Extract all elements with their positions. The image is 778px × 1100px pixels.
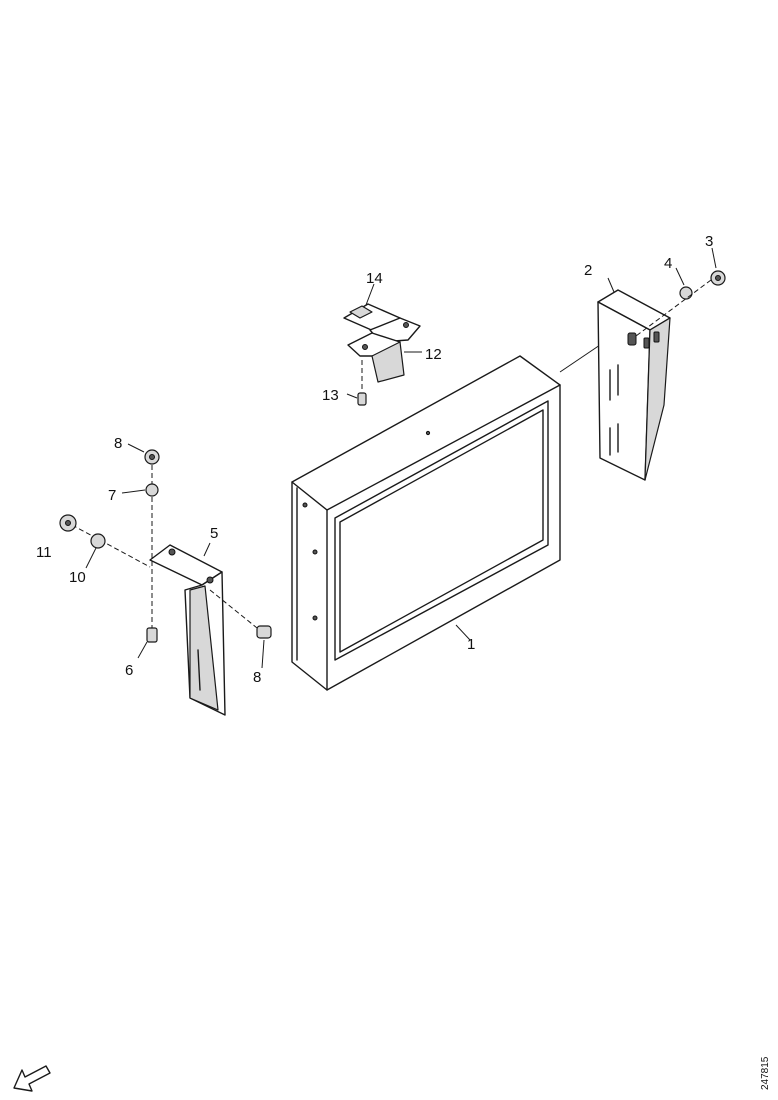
callout-8-side: 8	[253, 669, 261, 686]
callout-10: 10	[69, 569, 86, 586]
part-8-nut-top	[127, 443, 160, 465]
part-1-display-frame	[291, 344, 601, 691]
callout-13: 13	[322, 387, 339, 404]
callout-6: 6	[125, 662, 133, 679]
callout-4: 4	[664, 255, 672, 272]
part-12-top-bracket	[343, 303, 422, 383]
callout-3: 3	[705, 233, 713, 250]
callout-12: 12	[425, 346, 442, 363]
document-id: 247815	[760, 1056, 771, 1090]
callout-2: 2	[584, 262, 592, 279]
part-2-right-bracket	[597, 277, 671, 481]
callout-5: 5	[210, 525, 218, 542]
callout-labels: 1 2 3 4 5 6 7 8 8 10 11 12 13 14	[36, 233, 713, 686]
part-3-nut	[710, 247, 726, 286]
part-10-washer	[85, 533, 106, 569]
part-6-screw	[137, 627, 158, 659]
part-4-washer	[675, 267, 693, 300]
callout-11: 11	[36, 544, 52, 561]
callout-1: 1	[467, 636, 475, 653]
arrow-down-left-icon	[13, 1065, 51, 1092]
part-8-screw-side	[256, 625, 272, 669]
part-7-washer	[121, 483, 159, 497]
part-5-left-bracket	[149, 542, 226, 716]
callout-7: 7	[108, 487, 116, 504]
part-11-nut	[59, 514, 77, 532]
callout-8-top: 8	[114, 435, 122, 452]
part-14-clip	[349, 283, 375, 319]
part-13-screw	[346, 360, 367, 406]
callout-14: 14	[366, 270, 383, 287]
